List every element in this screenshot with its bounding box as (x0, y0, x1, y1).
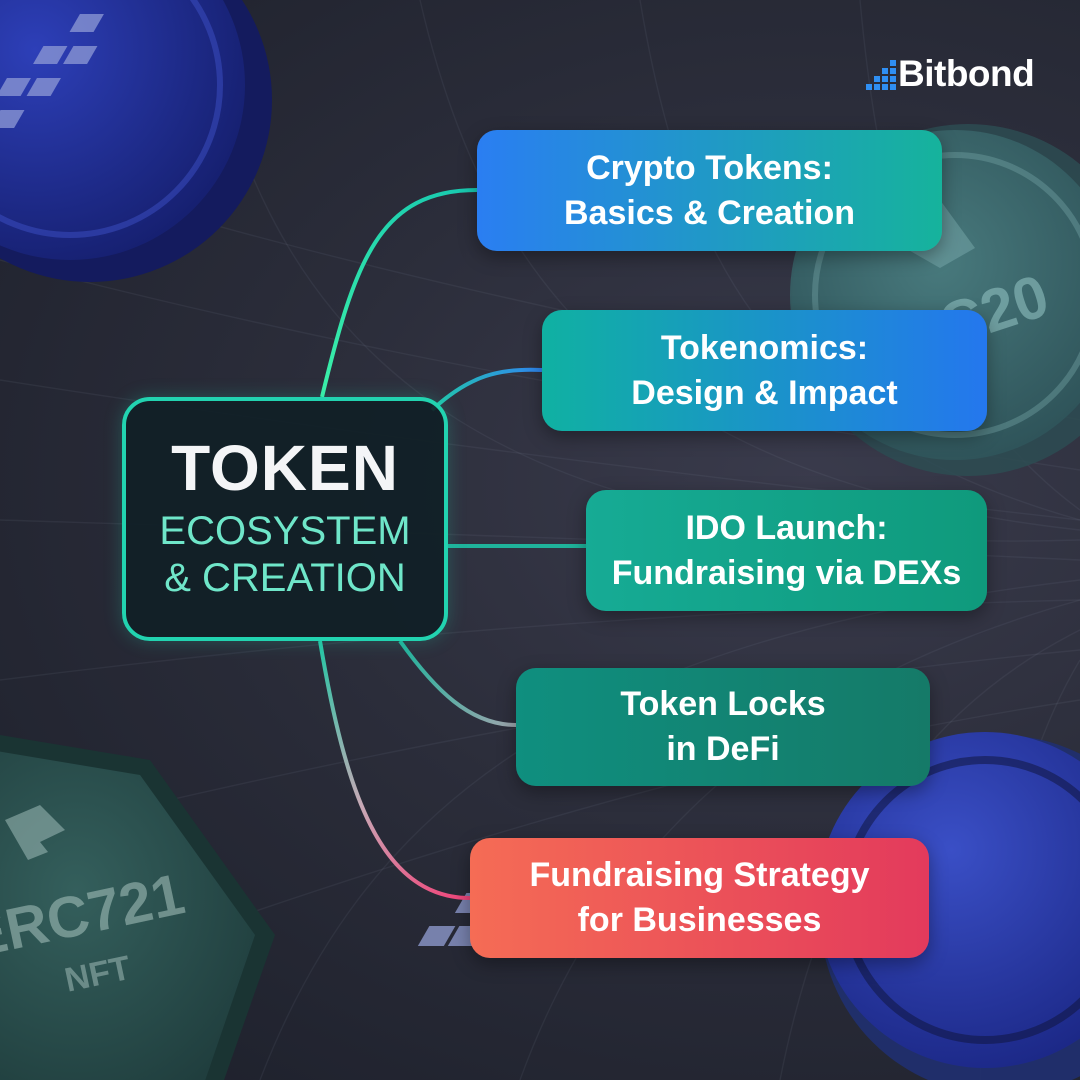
erc721-nft-coin-icon: ERC721 NFT (0, 735, 275, 1080)
connector-crypto-tokens (320, 188, 478, 398)
bitbond-coin-icon-bottom (417, 732, 1080, 1080)
topic-ido-launch: IDO Launch: Fundraising via DEXs (586, 490, 987, 611)
connector-tokenomics (430, 367, 543, 412)
connector-fundraising-strategy (318, 640, 471, 900)
bitbond-logo: Bitbond (864, 52, 1035, 96)
bitbond-coin-icon (0, 0, 272, 282)
bitbond-logo-icon (864, 58, 896, 90)
brand-name: Bitbond (898, 53, 1035, 94)
topic-token-locks: Token Locks in DeFi (516, 668, 930, 786)
topic-tokenomics: Tokenomics: Design & Impact (542, 310, 987, 431)
hub-subtitle: ECOSYSTEM & CREATION (159, 508, 411, 600)
topic-fundraising-strategy: Fundraising Strategy for Businesses (470, 838, 929, 958)
hub-title: TOKEN (171, 431, 399, 504)
hub-node: TOKEN ECOSYSTEM & CREATION (122, 397, 448, 641)
connector-token-locks (398, 639, 517, 727)
topic-crypto-tokens: Crypto Tokens: Basics & Creation (477, 130, 942, 251)
